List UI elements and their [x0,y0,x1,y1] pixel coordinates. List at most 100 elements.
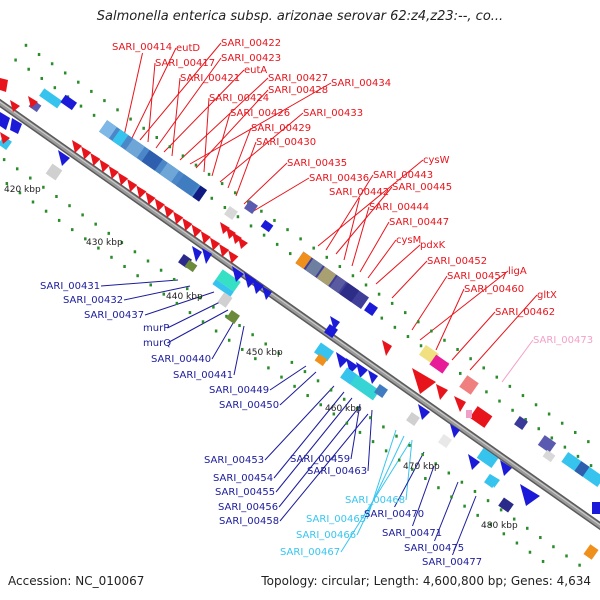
gene-label[interactable]: SARI_00424 [209,93,269,104]
gene-label[interactable]: SARI_00417 [155,58,215,69]
tick-dash [84,237,87,241]
tick-dash [371,440,375,444]
tick-dash [18,191,22,195]
gene-label[interactable]: cysM [396,235,421,246]
tick-dash [576,454,580,458]
gene-label[interactable]: SARI_00429 [251,123,311,134]
tick-dash [227,338,231,342]
gene-label[interactable]: SARI_00433 [303,108,363,119]
gene-label[interactable]: SARI_00462 [495,307,555,318]
gene-label[interactable]: SARI_00437 [84,310,144,321]
connector-line [412,465,435,527]
gene-label[interactable]: SARI_00465 [306,514,366,525]
gene-label[interactable]: SARI_00428 [268,85,328,96]
summary-text: Topology: circular; Length: 4,600,800 bp… [261,574,591,588]
tick-dash [264,342,267,346]
tick-dash [380,316,384,320]
tick-dash [437,486,440,490]
feature-track-outer [0,78,600,560]
connector-line [501,339,534,383]
tick-dash [123,265,126,269]
gene-label[interactable]: SARI_00453 [204,455,264,466]
gene-label[interactable]: SARI_00458 [219,516,279,527]
gene-label[interactable]: ligA [508,266,527,277]
gene-label[interactable]: SARI_00432 [63,295,123,306]
gene-label[interactable]: SARI_00455 [215,487,275,498]
connector-line [269,365,307,391]
gene-label[interactable]: SARI_00445 [392,182,452,193]
gene-label[interactable]: SARI_00440 [151,354,211,365]
tick-dash [312,246,315,250]
connector-line [452,495,477,556]
tick-dash [537,427,540,431]
tick-dash [120,241,124,245]
tick-dash [342,397,346,401]
tick-dash [424,476,427,480]
gene-label[interactable]: SARI_00435 [287,158,347,169]
gene-label[interactable]: SARI_00436 [309,173,369,184]
gene-label[interactable]: SARI_00427 [268,73,328,84]
gene-label[interactable]: SARI_00430 [256,137,316,148]
connector-line [317,159,424,247]
connector-line [211,317,237,360]
gene-label[interactable]: SARI_00473 [533,335,593,346]
gene-label[interactable]: SARI_00466 [296,530,356,541]
gene-label[interactable]: SARI_00449 [209,385,269,396]
gene-label[interactable]: SARI_00426 [230,108,290,119]
gene-label[interactable]: SARI_00447 [389,217,449,228]
tick-label: 460 kbp [325,404,362,414]
tick-dash [70,228,74,232]
tick-dash [155,135,159,139]
tick-dash [508,384,512,388]
gene-label[interactable]: SARI_00470 [364,509,424,520]
gene-label[interactable]: SARI_00422 [221,38,281,49]
gene-arrow [220,222,230,234]
tick-dash [142,126,145,130]
gene-label[interactable]: murQ [143,338,171,349]
gene-label[interactable]: SARI_00444 [369,202,429,213]
connector-line [394,451,425,508]
gene-label[interactable]: murP [143,323,169,334]
gene-label[interactable]: SARI_00459 [290,454,350,465]
gene-label[interactable]: SARI_00442 [329,187,389,198]
tick-dash [547,412,551,416]
gene-label[interactable]: SARI_00460 [464,284,524,295]
gene-label[interactable]: SARI_00441 [173,370,233,381]
gene-label[interactable]: SARI_00431 [40,281,100,292]
gene-label[interactable]: SARI_00443 [373,170,433,181]
gene-label[interactable]: SARI_00421 [180,73,240,84]
gene-label[interactable]: SARI_00414 [112,42,172,53]
gene-label[interactable]: eutA [244,65,267,76]
tick-dash [275,242,279,246]
connector-line [100,279,179,287]
gene-label[interactable]: SARI_00468 [345,495,405,506]
gene-label[interactable]: eutD [176,43,200,54]
gene-label[interactable]: SARI_00456 [218,502,278,513]
gene-label[interactable]: SARI_00423 [221,53,281,64]
gene-label[interactable]: SARI_00452 [427,256,487,267]
gene-label[interactable]: SARI_00450 [219,400,279,411]
connector-line [279,413,369,522]
gene-label[interactable]: pdxK [420,240,446,251]
gene-label[interactable]: gltX [537,290,557,301]
tick-dash [50,62,54,66]
gene-label[interactable]: SARI_00477 [422,557,482,568]
tick-dash [220,182,224,186]
gene-arrow [118,172,128,186]
gene-label[interactable]: SARI_00475 [404,543,464,554]
gene-label[interactable]: SARI_00463 [307,466,367,477]
gene-label[interactable]: SARI_00434 [331,78,391,89]
tick-dash [254,357,257,361]
tick-dash [364,283,368,287]
tick-dash [238,324,241,328]
gene-label[interactable]: SARI_00457 [447,271,507,282]
gene-arrow [226,227,236,239]
gene-label[interactable]: cysW [423,155,450,166]
gene-label[interactable]: SARI_00467 [280,547,340,558]
gene-label[interactable]: SARI_00471 [382,528,442,539]
gene-label[interactable]: SARI_00454 [213,473,273,484]
connector-line [367,409,373,472]
tick-dash [450,495,453,499]
tick-dash [486,499,490,503]
